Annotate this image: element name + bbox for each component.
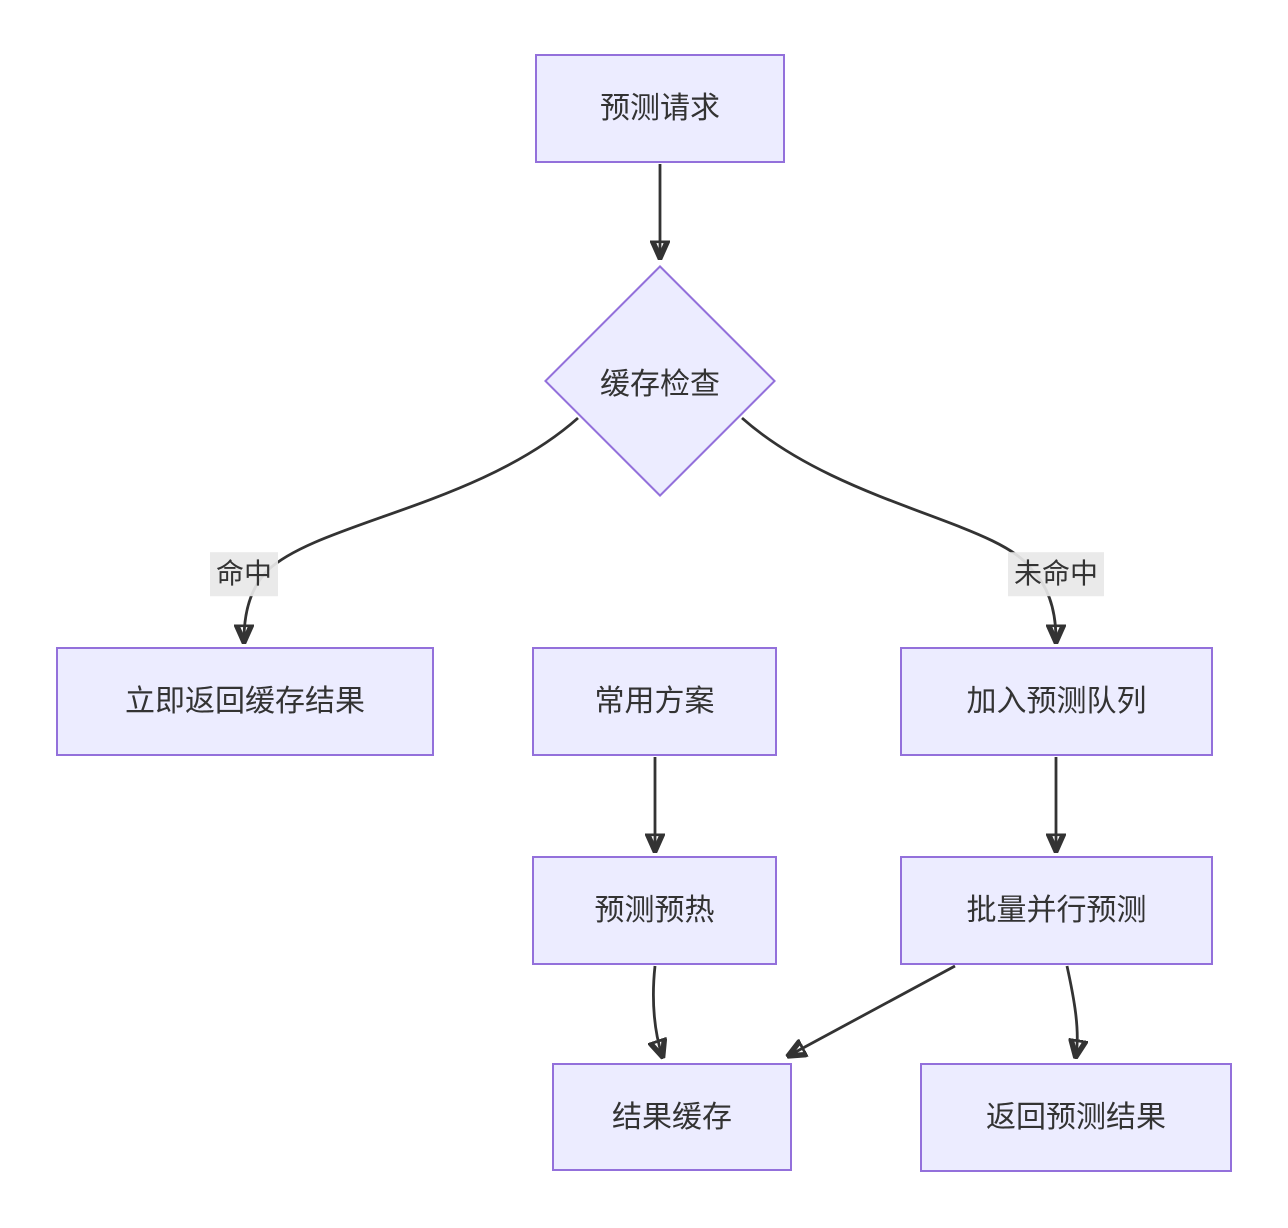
node-label: 结果缓存	[612, 1100, 732, 1134]
node-label: 预测请求	[600, 92, 720, 125]
node-label: 批量并行预测	[966, 894, 1147, 927]
edge-label-miss: 未命中	[1007, 552, 1105, 596]
node-prediction-warmup: 预测预热	[532, 856, 777, 965]
node-cache-check: 缓存检查	[543, 264, 777, 498]
node-common-plan: 常用方案	[532, 647, 777, 756]
edge-batchpredict-to-returnresult	[1065, 965, 1077, 1055]
node-return-cached-result: 立即返回缓存结果	[56, 647, 434, 756]
node-batch-parallel-prediction: 批量并行预测	[900, 856, 1213, 965]
node-prediction-request: 预测请求	[535, 54, 785, 163]
edge-cachecheck-to-returncached	[244, 416, 579, 640]
node-label: 返回预测结果	[986, 1101, 1166, 1134]
node-label: 加入预测队列	[966, 685, 1147, 718]
node-return-prediction-result: 返回预测结果	[920, 1063, 1232, 1172]
node-label: 常用方案	[594, 685, 715, 718]
node-join-prediction-queue: 加入预测队列	[900, 647, 1213, 756]
node-label: 缓存检查	[600, 368, 720, 401]
edge-warmup-to-resultcache	[653, 965, 662, 1055]
node-label: 立即返回缓存结果	[125, 685, 365, 718]
node-label: 预测预热	[594, 894, 715, 927]
edge-batchpredict-to-resultcache	[790, 964, 956, 1055]
node-result-cache: 结果缓存	[552, 1063, 792, 1171]
edge-label-hit: 命中	[209, 552, 279, 596]
edge-cachecheck-to-joinqueue	[741, 416, 1056, 640]
